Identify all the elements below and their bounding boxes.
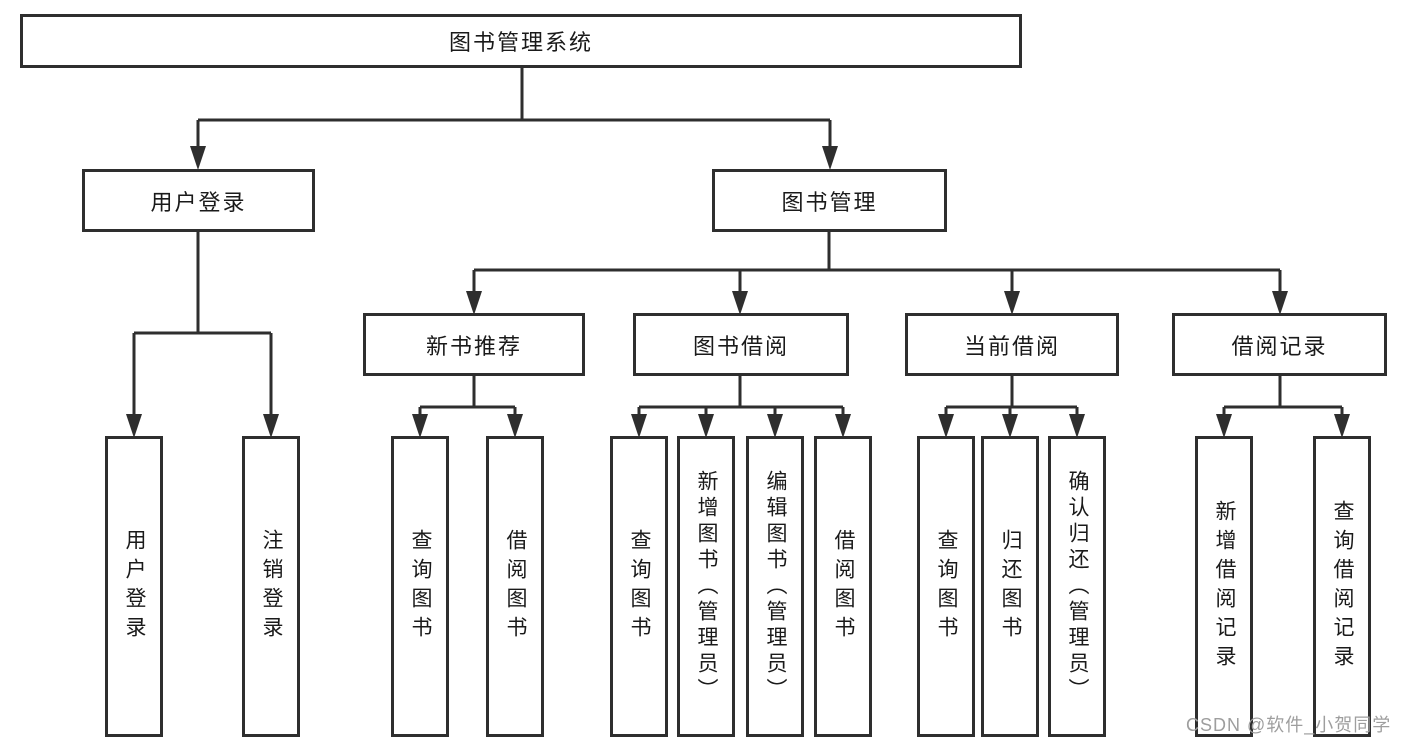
node-leaf-query-book-2: 查询图书 — [610, 436, 668, 737]
arrow-down — [1272, 291, 1288, 315]
node-root: 图书管理系统 — [20, 14, 1022, 68]
arrow-down — [822, 146, 838, 170]
arrow-down — [767, 414, 783, 438]
node-leaf-borrow-book-1: 借阅图书 — [486, 436, 544, 737]
arrow-down — [1334, 414, 1350, 438]
csdn-watermark: CSDN @软件_小贺同学 — [1186, 715, 1392, 735]
node-leaf-query-borrow-record: 查询借阅记录 — [1313, 436, 1371, 737]
node-leaf-query-book-1: 查询图书 — [391, 436, 449, 737]
arrow-down — [835, 414, 851, 438]
node-leaf-add-book-admin: 新增图书（管理员） — [677, 436, 735, 737]
arrow-down — [190, 146, 206, 170]
arrow-down — [1002, 414, 1018, 438]
arrow-down — [1216, 414, 1232, 438]
node-leaf-logout: 注销登录 — [242, 436, 300, 737]
node-book-management: 图书管理 — [712, 169, 947, 232]
node-new-book-recommend: 新书推荐 — [363, 313, 585, 376]
node-book-borrow: 图书借阅 — [633, 313, 849, 376]
node-user-login: 用户登录 — [82, 169, 315, 232]
arrow-down — [631, 414, 647, 438]
node-leaf-add-borrow-record: 新增借阅记录 — [1195, 436, 1253, 737]
node-leaf-return-book: 归还图书 — [981, 436, 1039, 737]
arrow-down — [126, 414, 142, 438]
node-current-borrow: 当前借阅 — [905, 313, 1119, 376]
connector-lines — [132, 68, 1344, 420]
arrow-down — [1004, 291, 1020, 315]
arrow-down — [507, 414, 523, 438]
arrowheads — [126, 146, 1350, 438]
arrow-down — [1069, 414, 1085, 438]
arrow-down — [698, 414, 714, 438]
node-leaf-confirm-return-admin: 确认归还（管理员） — [1048, 436, 1106, 737]
node-leaf-borrow-book-2: 借阅图书 — [814, 436, 872, 737]
arrow-down — [466, 291, 482, 315]
arrow-down — [732, 291, 748, 315]
node-borrow-records: 借阅记录 — [1172, 313, 1387, 376]
arrow-down — [263, 414, 279, 438]
node-leaf-query-book-3: 查询图书 — [917, 436, 975, 737]
node-leaf-edit-book-admin: 编辑图书（管理员） — [746, 436, 804, 737]
arrow-down — [412, 414, 428, 438]
node-leaf-user-login: 用户登录 — [105, 436, 163, 737]
arrow-down — [938, 414, 954, 438]
